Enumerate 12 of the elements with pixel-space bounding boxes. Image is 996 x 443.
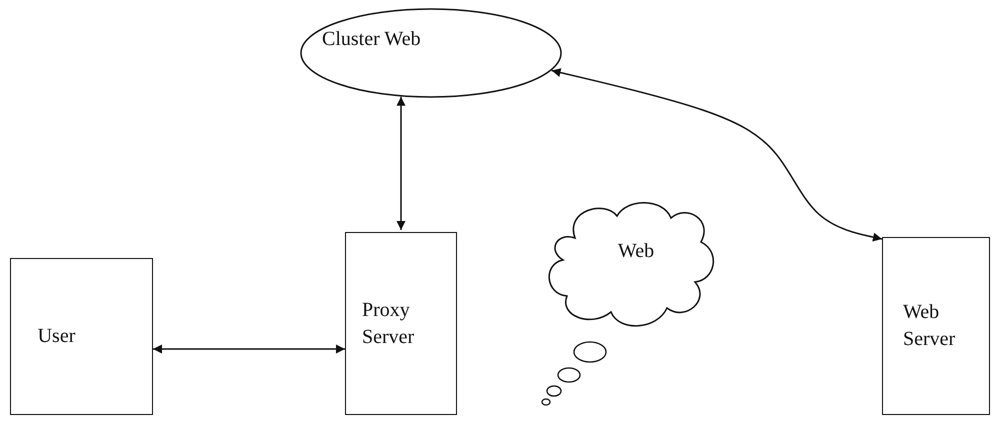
node-label: Web Server [903, 300, 956, 352]
double-arrow [551, 68, 882, 242]
process-box [10, 258, 153, 415]
process-box [345, 232, 457, 415]
cluster-ellipse [300, 8, 562, 98]
node-label: User [38, 324, 76, 349]
double-arrow [153, 344, 345, 354]
node-label: Web [618, 239, 654, 264]
node-label: Cluster Web [322, 27, 421, 52]
double-arrow [396, 96, 406, 230]
node-label: Proxy Server [362, 298, 416, 350]
process-box [882, 237, 990, 415]
